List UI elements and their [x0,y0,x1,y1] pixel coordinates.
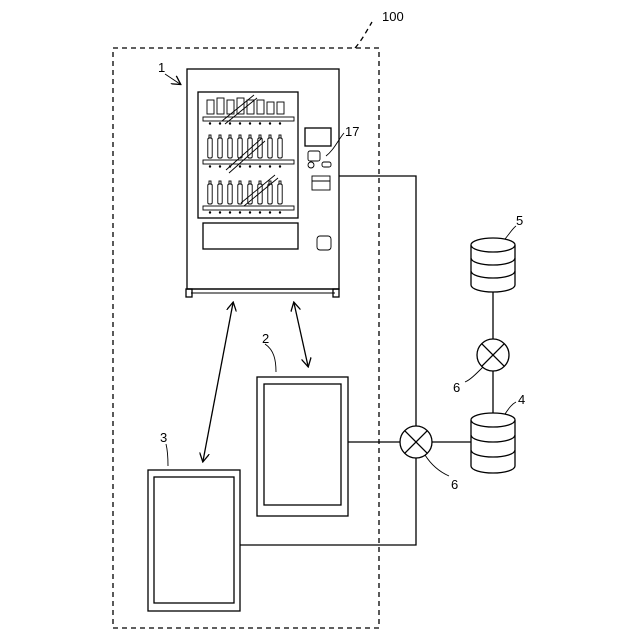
database-5-label: 5 [516,213,523,228]
network-upper-label: 6 [453,380,460,395]
vm-to-network-line [339,176,416,426]
vending-machine-icon [186,69,339,297]
database-5-leader-line [505,226,516,239]
network-lower-icon [400,426,432,458]
wireless-link-terminal3 [203,303,233,461]
terminal-2-label: 2 [262,331,269,346]
network-upper-leader-line [465,367,483,382]
vm-leader-arrow [165,74,180,84]
tablet-terminal-3-icon [148,470,240,611]
vm-label: 1 [158,60,165,75]
database-4-leader-line [505,402,516,414]
vending-machine-body [187,69,339,289]
terminal-3-label: 3 [160,430,167,445]
system-label: 100 [382,9,404,24]
database-4-label: 4 [518,392,525,407]
terminal-3-leader-line [166,444,168,466]
database-5-icon [471,238,515,292]
wireless-link-terminal2 [294,303,308,366]
tablet-terminal-2-icon [257,377,348,516]
network-lower-label: 6 [451,477,458,492]
reader-label: 17 [345,124,359,139]
terminal-2-leader-line [265,344,276,372]
network-upper-icon [477,339,509,371]
network-lower-leader-line [425,455,449,476]
database-4-icon [471,413,515,473]
system-leader-line [355,22,372,48]
